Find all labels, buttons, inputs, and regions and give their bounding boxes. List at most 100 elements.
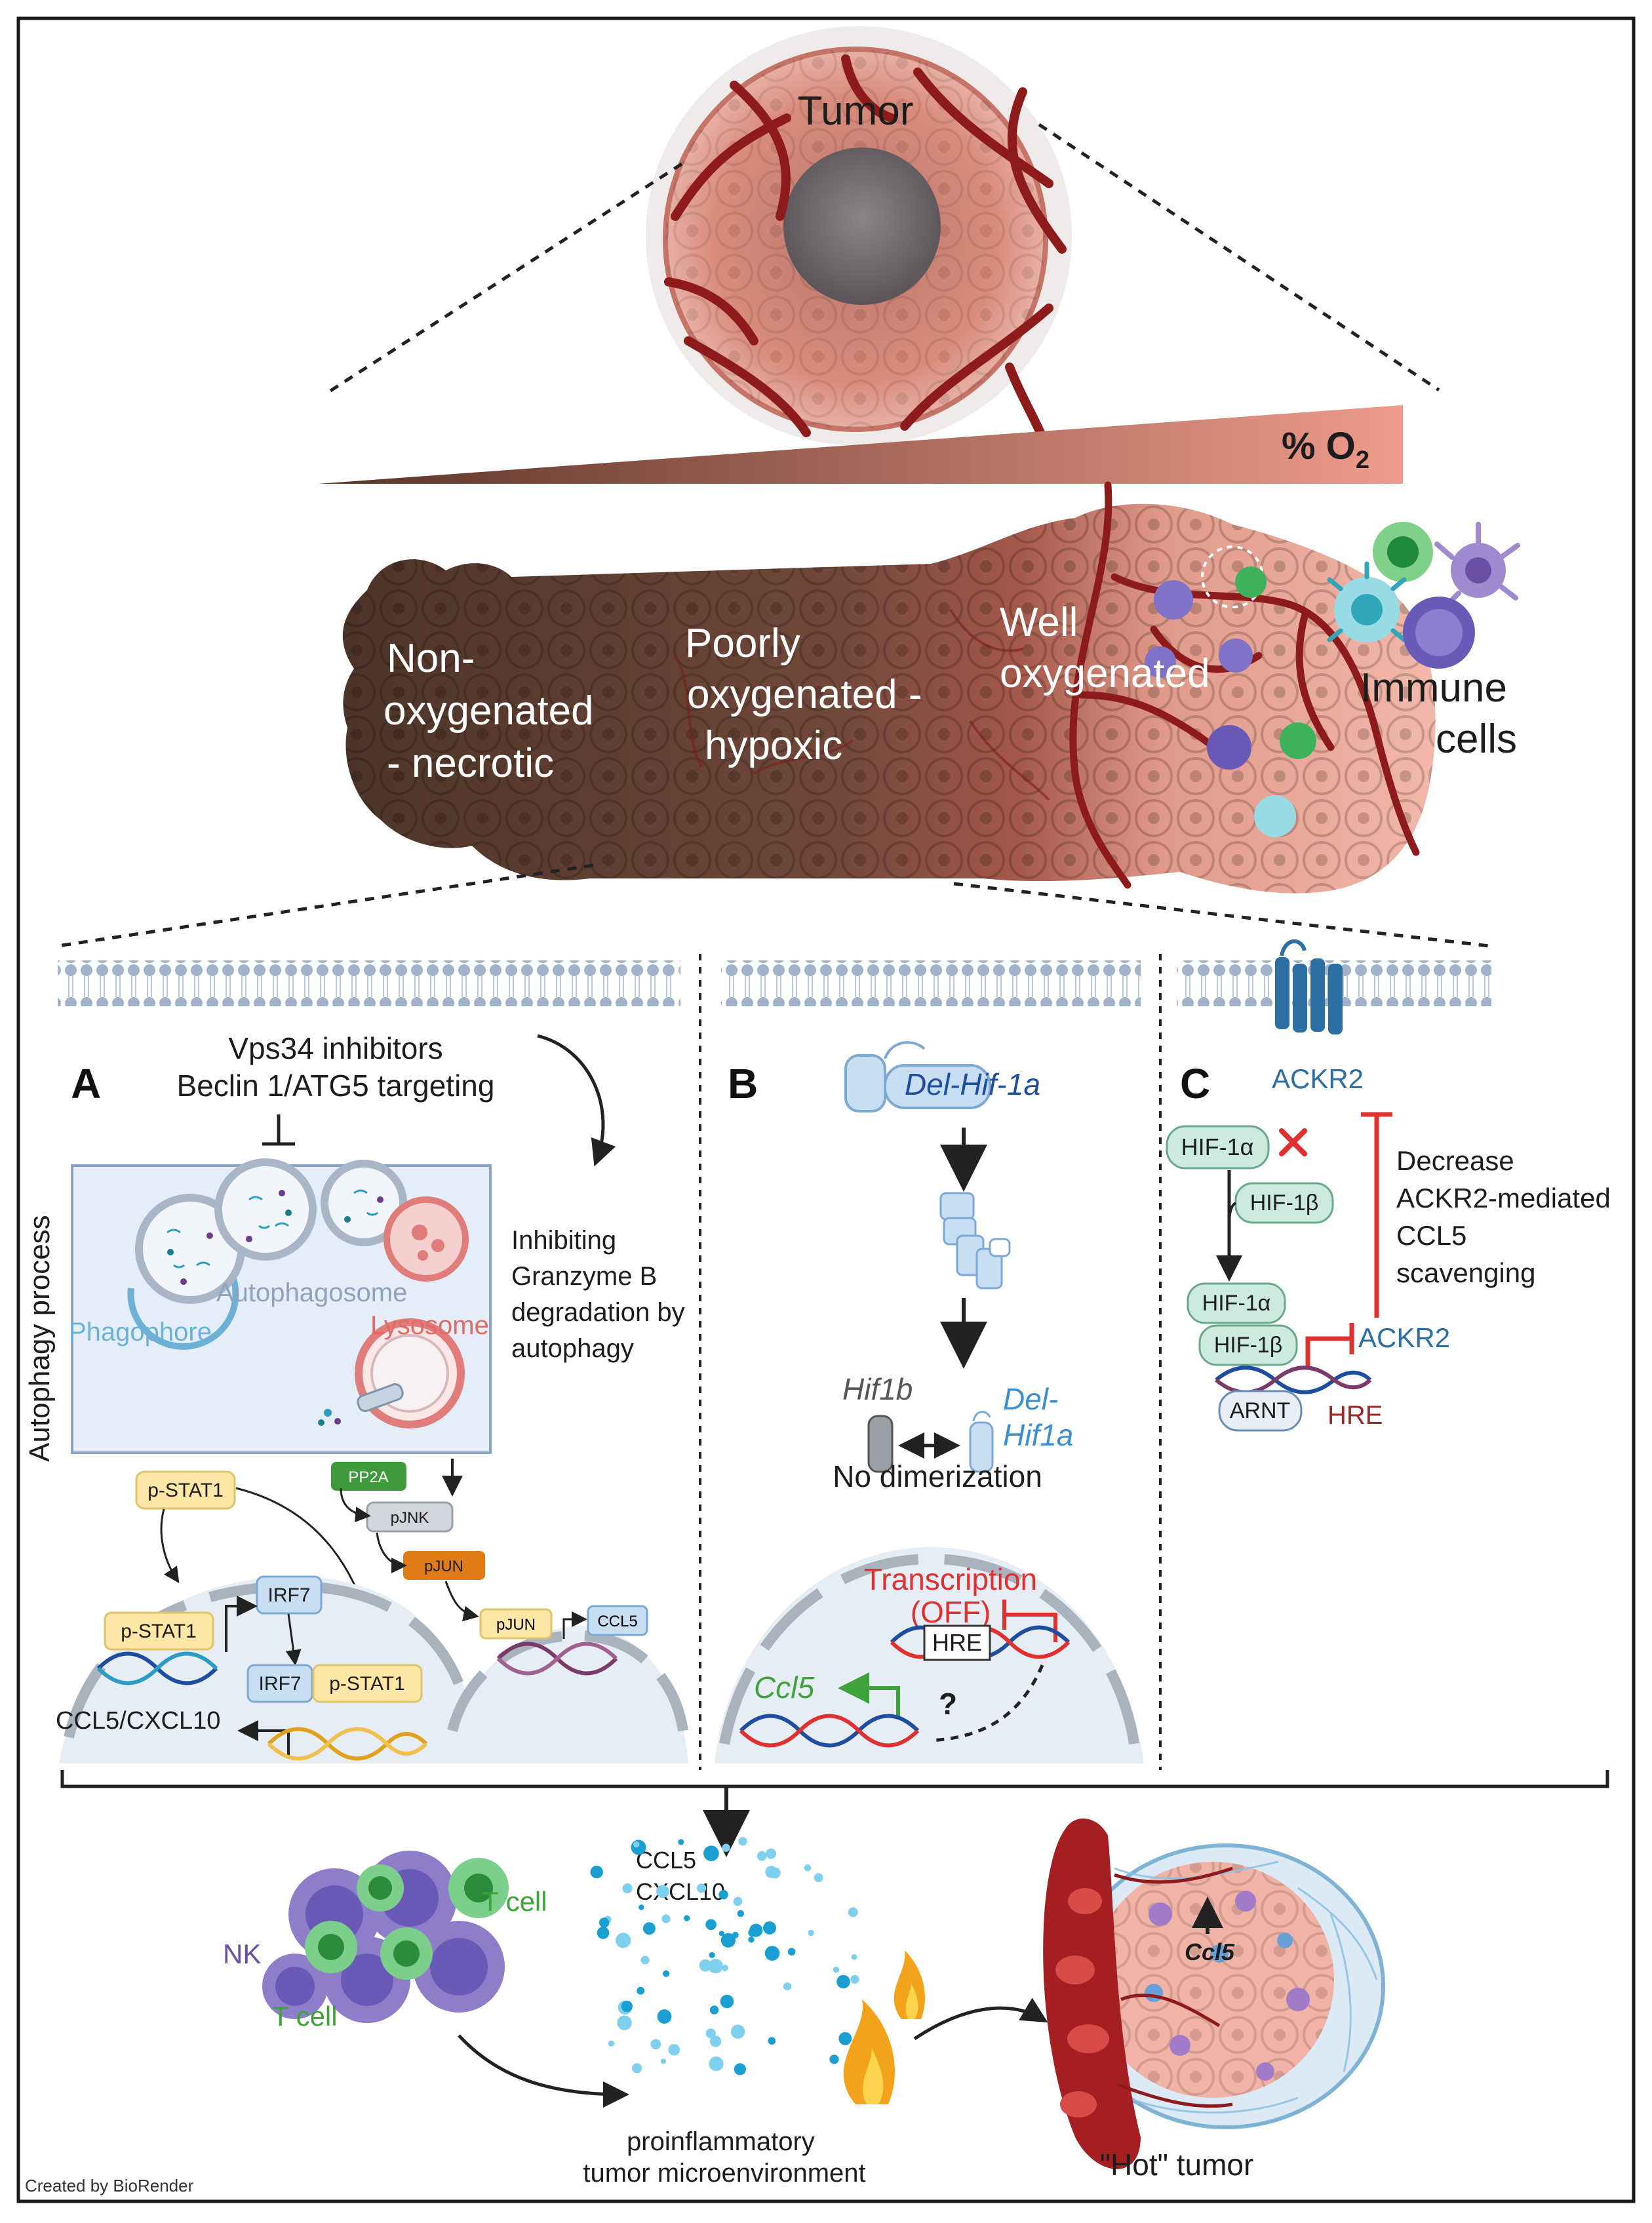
inhibit-symbol-a	[262, 1114, 295, 1146]
chemokine-dot	[833, 1966, 840, 1973]
autolysosome-shape	[318, 1318, 465, 1428]
t-cell-label-1: T cell	[482, 1886, 547, 1917]
svg-text:p-STAT1: p-STAT1	[329, 1673, 405, 1695]
svg-text:p-STAT1: p-STAT1	[148, 1480, 224, 1501]
chemokine-dot	[734, 2063, 746, 2075]
proinflammatory-label: proinflammatory tumor microenvironment	[583, 2127, 865, 2188]
zone-labels: Non- oxygenated - necrotic Poorly oxygen…	[384, 600, 1518, 786]
hif1a-box-c-2: HIF-1α	[1187, 1282, 1286, 1324]
pjun-box: pJUN	[403, 1551, 485, 1580]
svg-text:IRF7: IRF7	[258, 1673, 301, 1695]
pp2a-box: PP2A	[331, 1462, 406, 1491]
svg-text:HIF-1α: HIF-1α	[1181, 1133, 1254, 1160]
question-mark: ?	[939, 1687, 957, 1721]
chemokine-dot	[808, 1929, 814, 1937]
chemokine-dot	[678, 1839, 684, 1845]
chemokine-dot	[699, 1959, 712, 1972]
pjnk-box: pJNK	[366, 1501, 454, 1533]
chemokine-dot	[814, 1873, 823, 1882]
chemokine-dot	[829, 2055, 839, 2064]
svg-text:ARNT: ARNT	[1230, 1398, 1291, 1423]
hif1b-protein	[867, 1415, 894, 1473]
chemokine-dot	[709, 2036, 722, 2047]
immune-cell-cyan-tcell	[1327, 561, 1407, 642]
panels-bracket	[60, 1770, 1609, 1788]
panel-a: A Vps34 inhibitors Beclin 1/ATG5 targeti…	[24, 1031, 688, 1763]
panel-c-letter: C	[1180, 1060, 1210, 1107]
credit-label: Created by BioRender	[25, 2176, 194, 2195]
pstat1-dna-box: p-STAT1	[104, 1611, 214, 1651]
chemokine-dot	[621, 2000, 633, 2013]
svg-text:HIF-1β: HIF-1β	[1214, 1333, 1283, 1358]
chemokine-dot	[763, 1921, 776, 1935]
zoom-lines-top	[325, 123, 1440, 395]
off-label: (OFF)	[911, 1595, 991, 1629]
irf7-box: IRF7	[246, 1664, 313, 1703]
panel-c: C ACKR2 HIF-1α HIF-1β HIF-1α H	[1166, 939, 1611, 1432]
zone-label-well-oxygenated: Well oxygenated	[1000, 600, 1210, 696]
del-hif1a-protein-top	[844, 1041, 991, 1112]
membrane-panel-b	[721, 960, 1141, 1006]
blood-vessel	[1043, 1818, 1141, 2169]
hif1b-box-c: HIF-1β	[1234, 1182, 1334, 1224]
chemokine-dot	[617, 2015, 632, 2030]
chemokine-dot	[597, 1927, 610, 1939]
chemokine-dot	[656, 1885, 669, 1898]
hif1b-box-c-2: HIF-1β	[1198, 1324, 1298, 1366]
chemokine-dot	[787, 1948, 796, 1956]
immune-cell-green-band	[1235, 566, 1267, 598]
immune-cell-green-band-2	[1280, 722, 1316, 759]
chemokine-dot	[722, 1843, 730, 1852]
ccl5-label-b: Ccl5	[754, 1670, 814, 1704]
chemokine-dot	[622, 1883, 633, 1894]
del-hif1a-small-label: Del- Hif1a	[1003, 1382, 1073, 1452]
chemokine-label: CCL5 CXCL10	[636, 1847, 725, 1905]
chemokine-dot	[748, 1937, 755, 1943]
chemokine-dot	[708, 1959, 723, 1974]
zone-label-non-oxygenated: Non- oxygenated - necrotic	[384, 636, 605, 786]
chemokine-dot	[838, 2032, 852, 2045]
band-capillaries	[674, 608, 1050, 801]
pstat1-mid-box: p-STAT1	[312, 1664, 423, 1703]
dna-right	[496, 1642, 618, 1676]
ccl5-arrow-b	[838, 1672, 900, 1718]
chemokine-dot	[657, 2009, 672, 2024]
chemokine-dot	[709, 1952, 715, 1958]
hre-label-c: HRE	[1328, 1401, 1383, 1430]
chemokine-dot	[668, 2044, 680, 2056]
chemokine-dot	[632, 2063, 642, 2074]
svg-text:PP2A: PP2A	[348, 1468, 388, 1486]
immune-cells-cluster	[1145, 522, 1520, 837]
red-x-mark	[1279, 1128, 1307, 1156]
chemokine-dot	[705, 2028, 716, 2039]
lysosome-shape	[384, 1196, 469, 1282]
chemokine-dot	[720, 1994, 734, 2009]
svg-text:pJUN: pJUN	[424, 1558, 463, 1575]
zone-label-immune-cells: Immune cells	[1360, 665, 1518, 762]
immune-cell-purple-band	[1154, 580, 1193, 620]
ccl5-label-hot: Ccl5	[1185, 1938, 1235, 1965]
chemokine-dot	[703, 1845, 719, 1861]
nk-label: NK	[223, 1938, 261, 1969]
immune-cell-green	[1373, 522, 1433, 582]
chemokine-dot	[718, 1890, 728, 1900]
chemokine-dot	[722, 1965, 728, 1971]
arrow-to-ccl5-box	[562, 1611, 587, 1639]
flame-icon-1	[894, 1950, 925, 2019]
ackr2-bottom-label: ACKR2	[1358, 1322, 1450, 1353]
tumor-illustration: Tumor	[646, 26, 1072, 457]
arnt-box: ARNT	[1218, 1390, 1303, 1432]
chemokine-dot	[757, 1851, 767, 1861]
nuclear-envelope-left	[64, 1581, 476, 1739]
chemokine-dot	[590, 1865, 603, 1879]
immune-cell-purple-band-4	[1145, 646, 1176, 678]
chemokine-dot	[848, 1907, 858, 1918]
hif1a-box-c: HIF-1α	[1166, 1125, 1270, 1170]
chemokine-dot	[737, 1910, 745, 1918]
arrow-to-granzyme	[537, 1034, 616, 1167]
del-hif1a-protein-small	[969, 1411, 994, 1473]
arrow-tme-to-hot-tumor	[913, 1997, 1048, 2041]
svg-text:IRF7: IRF7	[267, 1584, 310, 1606]
